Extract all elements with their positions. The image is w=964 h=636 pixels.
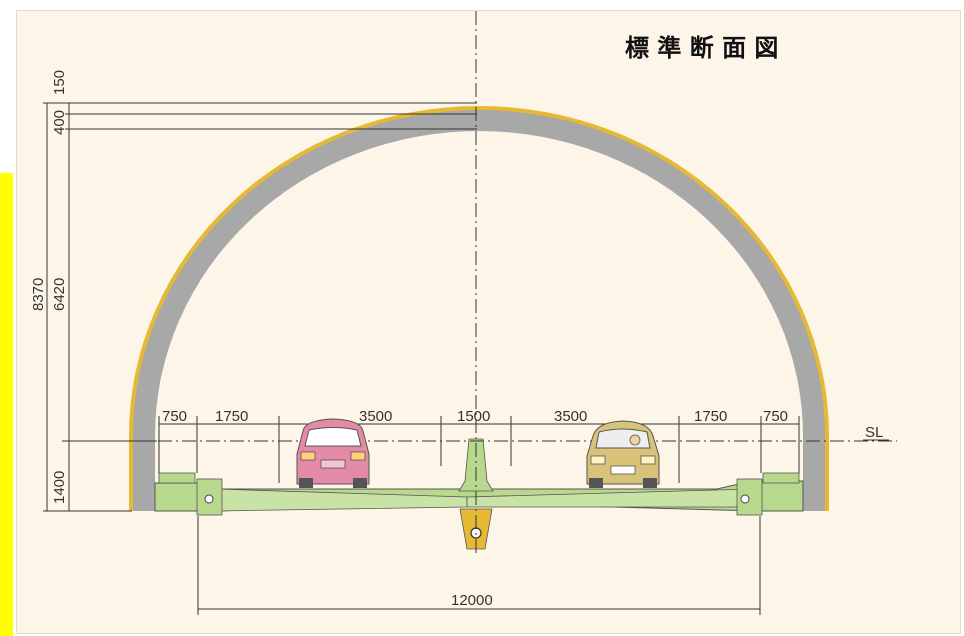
dim-left-walkway: 750 bbox=[162, 408, 187, 425]
side-marker-bar bbox=[0, 173, 13, 636]
left-drain-pipe bbox=[204, 494, 214, 504]
median-barrier bbox=[458, 438, 494, 492]
car-front-icon bbox=[586, 420, 660, 488]
dim-left-lane: 3500 bbox=[359, 408, 392, 425]
right-curb bbox=[762, 472, 800, 484]
dim-right-shoulder: 1750 bbox=[694, 408, 727, 425]
right-drain-pipe bbox=[740, 494, 750, 504]
diagram-panel: 標 準 断 面 図 SL bbox=[16, 10, 961, 634]
dim-left-shoulder: 1750 bbox=[215, 408, 248, 425]
dim-base-height: 1400 bbox=[51, 471, 68, 504]
left-curb bbox=[158, 472, 196, 484]
dim-right-walkway: 750 bbox=[763, 408, 788, 425]
dim-median: 1500 bbox=[457, 408, 490, 425]
diagram-title: 標 準 断 面 図 bbox=[625, 34, 778, 62]
car-front-icon bbox=[296, 418, 370, 488]
dim-bottom-width: 12000 bbox=[451, 592, 493, 609]
dim-total-height: 8370 bbox=[30, 278, 47, 311]
dim-crown-lining: 400 bbox=[51, 110, 68, 135]
tunnel-cross-section: 標 準 断 面 図 SL bbox=[30, 11, 897, 615]
tunnel-interior bbox=[155, 131, 803, 511]
dim-crown-upper: 150 bbox=[51, 70, 68, 95]
dim-arch-height: 6420 bbox=[51, 278, 68, 311]
dim-right-lane: 3500 bbox=[554, 408, 587, 425]
sl-label: SL bbox=[865, 424, 883, 441]
right-footing bbox=[736, 478, 763, 516]
